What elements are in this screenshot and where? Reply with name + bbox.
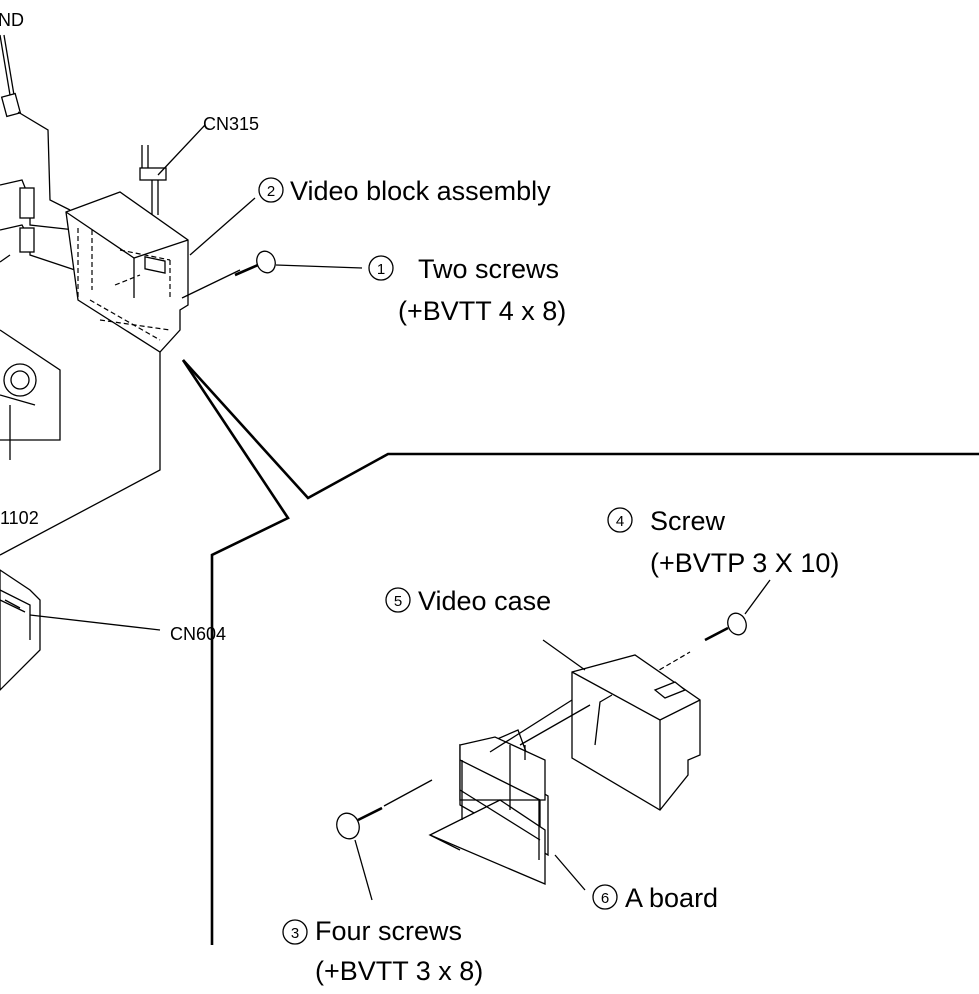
label-two-screws-spec: (+BVTT 4 x 8) xyxy=(398,296,566,326)
zoom-frame xyxy=(181,359,979,945)
screw-upper xyxy=(234,250,363,277)
label-two-screws: Two screws xyxy=(418,254,559,284)
label-cn315: CN315 xyxy=(203,114,259,134)
callout-video-block: 2 Video block assembly xyxy=(258,176,551,206)
cn315-connector xyxy=(139,124,206,215)
label-four-screws-spec: (+BVTT 3 x 8) xyxy=(315,956,483,986)
four-screws-detail xyxy=(336,779,433,901)
label-a-board: A board xyxy=(625,883,718,913)
callout-num-3: 3 xyxy=(291,925,299,942)
callout-num-6: 6 xyxy=(601,890,609,907)
video-case xyxy=(542,639,701,811)
wire-harness xyxy=(0,34,76,271)
label-video-block-assembly: Video block assembly xyxy=(290,176,551,206)
label-cn604: CN604 xyxy=(170,624,226,644)
callout-num-4: 4 xyxy=(616,513,624,530)
a-board xyxy=(428,699,591,891)
lens-assembly-partial xyxy=(0,329,61,460)
label-screw: Screw xyxy=(650,506,726,536)
callout-num-2: 2 xyxy=(267,183,275,200)
video-block-assembly xyxy=(0,191,256,556)
callout-num-1: 1 xyxy=(377,261,385,278)
label-partial-nd: ND xyxy=(0,10,24,30)
bottom-board-partial xyxy=(0,569,161,691)
callout-four-screws: 3 Four screws (+BVTT 3 x 8) xyxy=(282,916,483,986)
label-video-case: Video case xyxy=(418,586,551,616)
callout-video-case: 5 Video case xyxy=(385,586,551,616)
label-partial-1102: 1102 xyxy=(0,508,39,528)
label-screw-spec: (+BVTP 3 X 10) xyxy=(650,548,839,578)
callout-a-board: 6 A board xyxy=(592,883,718,913)
callout-num-5: 5 xyxy=(394,593,402,610)
label-four-screws: Four screws xyxy=(315,916,462,946)
callout-screw: 4 Screw (+BVTP 3 X 10) xyxy=(607,506,839,578)
callout-two-screws: 1 Two screws (+BVTT 4 x 8) xyxy=(368,254,566,326)
